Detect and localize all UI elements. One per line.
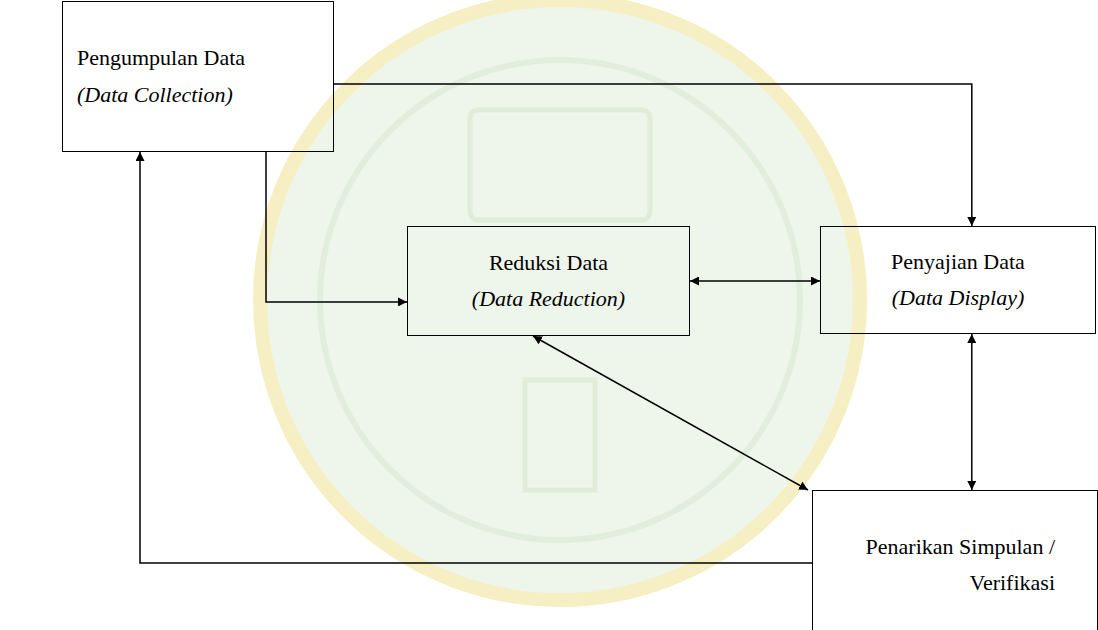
conclusion-box: Penarikan Simpulan / Verifikasi	[812, 490, 1098, 630]
display-box: Penyajian Data(Data Display)	[820, 226, 1096, 334]
watermark-badge	[260, 0, 860, 600]
flow-arrow	[971, 334, 973, 490]
flow-arrow	[690, 280, 820, 282]
reduction-box: Reduksi Data(Data Reduction)	[407, 226, 690, 336]
box-subtitle: (Data Reduction)	[472, 281, 625, 317]
flow-arrow	[266, 152, 407, 302]
watermark-tower	[525, 380, 595, 490]
box-title: Penyajian Data	[891, 244, 1025, 280]
box-title: Pengumpulan Data	[77, 40, 245, 76]
box-title: Reduksi Data	[489, 245, 608, 281]
box-subtitle: (Data Display)	[892, 280, 1025, 316]
flow-arrow	[140, 152, 812, 563]
flow-arrow	[334, 84, 972, 226]
watermark-ring	[320, 60, 800, 540]
flow-arrow	[533, 336, 808, 490]
watermark-book	[470, 110, 650, 220]
box-title: Penarikan Simpulan / Verifikasi	[855, 529, 1055, 602]
collection-box: Pengumpulan Data(Data Collection)	[62, 1, 334, 152]
box-subtitle: (Data Collection)	[77, 77, 233, 113]
